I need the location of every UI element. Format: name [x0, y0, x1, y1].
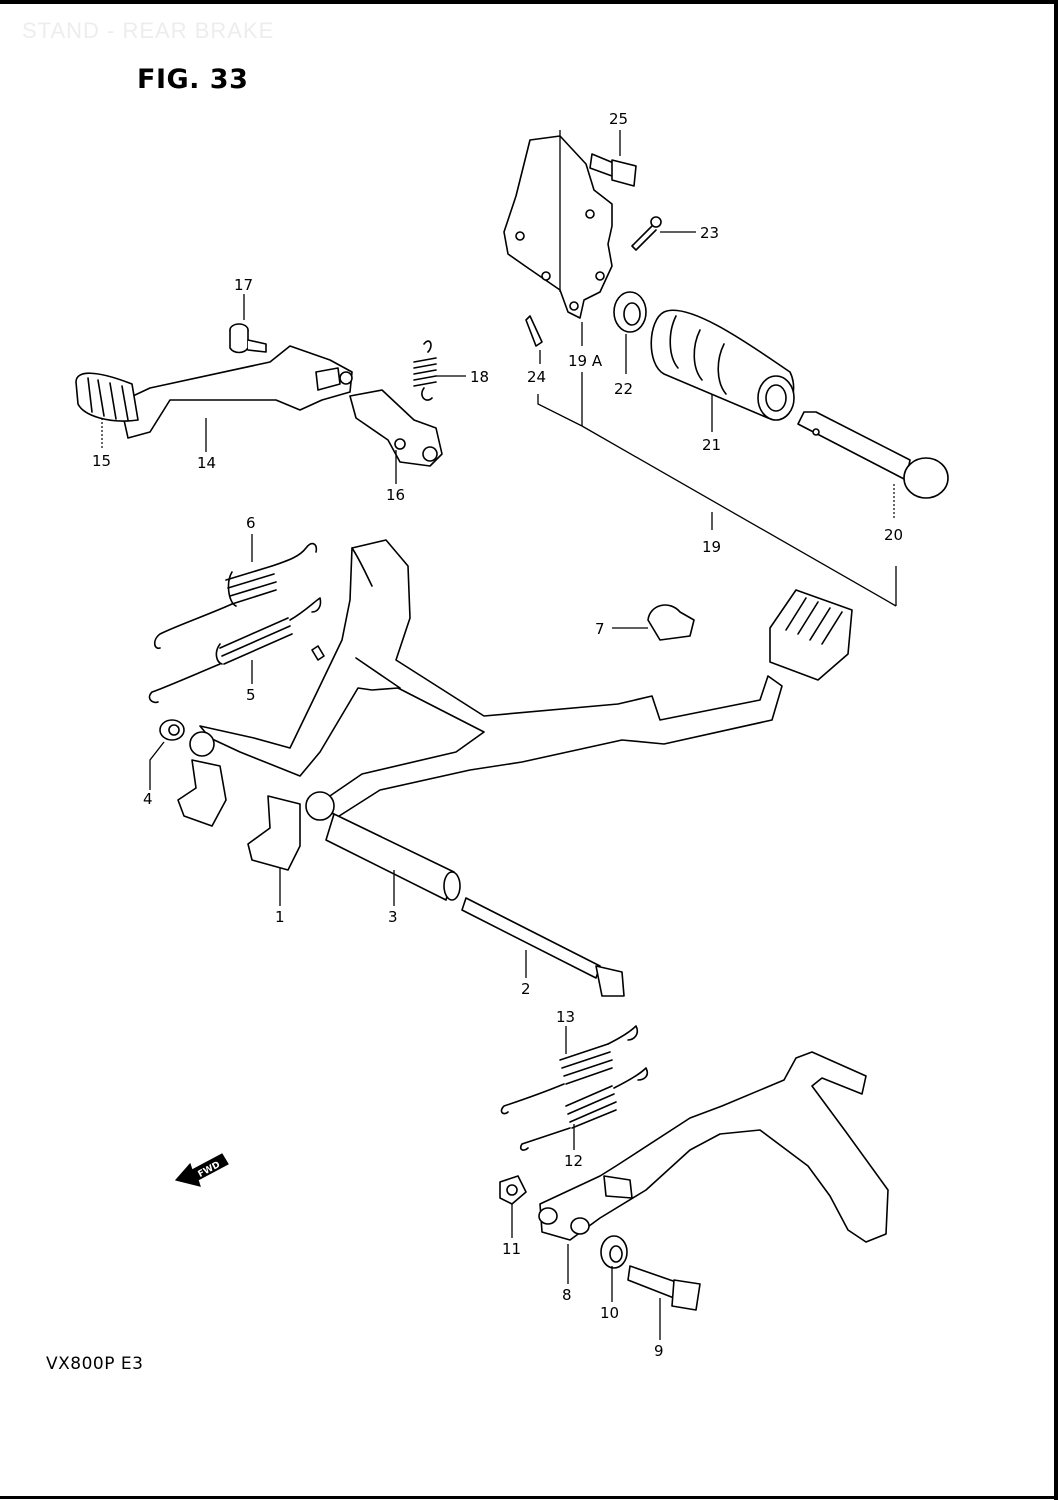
stand-bolt-2	[461, 897, 625, 997]
callout-3: 3	[388, 908, 398, 926]
callout-13: 13	[556, 1008, 575, 1026]
side-stand-8	[538, 1051, 889, 1243]
callout-19a: 19 A	[568, 352, 603, 370]
callout-4: 4	[143, 790, 153, 808]
callout-25: 25	[609, 110, 628, 128]
side-stand-bolt-9	[627, 1265, 701, 1311]
figure-title: FIG. 33	[137, 64, 249, 95]
side-stand-spring-12	[519, 1067, 649, 1151]
callout-22: 22	[614, 380, 633, 398]
cotter-pin-24	[525, 315, 543, 347]
gear-lever-bolt	[229, 323, 267, 354]
frame-right-border	[1054, 0, 1058, 1500]
model-code: VX800P E3	[46, 1354, 144, 1374]
callout-12: 12	[564, 1152, 583, 1170]
footrest-pin-20	[797, 411, 949, 499]
callout-19: 19	[702, 538, 721, 556]
callout-23: 23	[700, 224, 719, 242]
pivot-pipe-3	[325, 813, 461, 901]
callout-21: 21	[702, 436, 721, 454]
footrest-bracket	[503, 135, 613, 319]
callout-5: 5	[246, 686, 256, 704]
brake-pedal-pad	[769, 589, 853, 681]
callout-labels: 25 23 17 19 A 18 24 22 21 15 14 16 6 20 …	[92, 110, 903, 1360]
callout-20: 20	[884, 526, 903, 544]
callout-24: 24	[527, 368, 546, 386]
washer-10	[600, 1235, 628, 1269]
return-spring-5	[148, 597, 322, 704]
frame-top-border	[0, 0, 1058, 4]
footrest-rubber-21	[650, 309, 795, 421]
leader-lines	[101, 130, 897, 1340]
stand-foot-left	[177, 759, 227, 827]
callout-2: 2	[521, 980, 531, 998]
gear-pedal-rubber	[75, 372, 139, 422]
bracket-bolt-25	[589, 153, 637, 187]
gear-shift-spring	[413, 340, 437, 401]
center-stand-frame	[189, 539, 783, 821]
section-header: STAND - REAR BRAKE	[22, 18, 275, 43]
callout-9: 9	[654, 1342, 664, 1360]
callout-1: 1	[275, 908, 285, 926]
callout-8: 8	[562, 1286, 572, 1304]
gear-shift-joint	[349, 389, 443, 467]
callout-11: 11	[502, 1240, 521, 1258]
callout-7: 7	[595, 620, 605, 638]
frame-bottom-border	[0, 1496, 1058, 1499]
side-stand-spring-13	[500, 1025, 639, 1115]
pedal-stop-7	[647, 604, 695, 641]
stand-foot-right	[247, 795, 301, 871]
fwd-arrow-icon: FWD	[174, 1153, 229, 1187]
callout-6: 6	[246, 514, 256, 532]
callout-14: 14	[197, 454, 216, 472]
washer-22	[613, 291, 647, 333]
callout-15: 15	[92, 452, 111, 470]
return-spring-6	[153, 542, 318, 650]
bolt-23	[631, 216, 662, 251]
callout-16: 16	[386, 486, 405, 504]
callout-17: 17	[234, 276, 253, 294]
nut-11	[499, 1175, 527, 1205]
nut-4	[159, 719, 185, 741]
gear-shift-lever	[119, 345, 353, 439]
callout-18: 18	[470, 368, 489, 386]
callout-10: 10	[600, 1304, 619, 1322]
